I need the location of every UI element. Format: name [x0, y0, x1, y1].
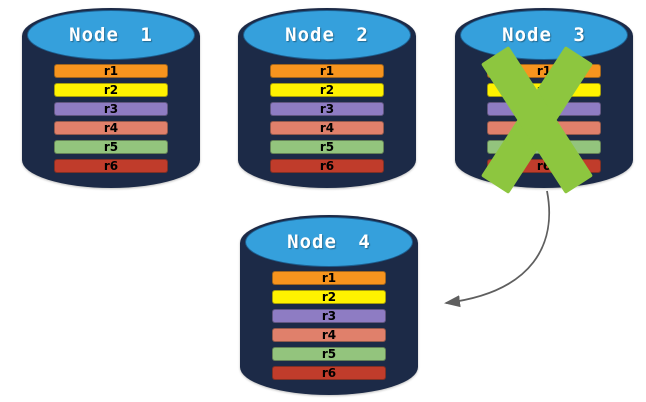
node-2: Node 2 r1 r2 r3 r4 r5 r6: [238, 8, 416, 196]
replica-label: r2: [319, 83, 335, 97]
replica-label: r5: [319, 140, 335, 154]
node-3-cylinder-top: Node 3: [460, 10, 628, 60]
replica-bar-r5: r5: [270, 140, 384, 154]
replica-label: r3: [103, 102, 119, 116]
node-2-cylinder-top: Node 2: [243, 10, 411, 60]
node-4-title: Node 4: [287, 231, 371, 253]
node-1-replicas: r1 r2 r3 r4 r5 r6: [54, 64, 168, 178]
replica-bar-r6: r6: [54, 159, 168, 173]
replica-bar-r6: r6: [270, 159, 384, 173]
replica-label: r6: [319, 159, 335, 173]
replica-label: r5: [321, 347, 337, 361]
replica-bar-r6: r6: [272, 366, 386, 380]
arrow-path: [444, 190, 551, 308]
replica-label: r4: [103, 121, 119, 135]
replica-bar-r2: r2: [270, 83, 384, 97]
replica-label: r3: [319, 102, 335, 116]
replica-label: r4: [319, 121, 335, 135]
replica-label: r5: [103, 140, 119, 154]
replica-bar-r2: r2: [54, 83, 168, 97]
node-4-cylinder-top: Node 4: [245, 217, 413, 267]
replica-bar-r3: r3: [270, 102, 384, 116]
replica-bar-r1: r1: [270, 64, 384, 78]
replica-label: r6: [103, 159, 119, 173]
replica-bar-r4: r4: [270, 121, 384, 135]
replica-label: r2: [103, 83, 119, 97]
node-2-title: Node 2: [285, 24, 369, 46]
replica-label: r1: [103, 64, 119, 78]
replica-bar-r4: r4: [54, 121, 168, 135]
node-1-cylinder-top: Node 1: [27, 10, 195, 60]
replica-bar-r5: r5: [272, 347, 386, 361]
replica-label: r2: [321, 290, 337, 304]
replica-bar-r3: r3: [272, 309, 386, 323]
replica-label: r4: [321, 328, 337, 342]
replica-bar-r2: r2: [272, 290, 386, 304]
replica-label: r1: [319, 64, 335, 78]
replica-bar-r4: r4: [272, 328, 386, 342]
replica-bar-r5: r5: [54, 140, 168, 154]
replica-label: r3: [321, 309, 337, 323]
node-3: Node 3 r1 r2 r3 r4 r5 r6: [455, 8, 633, 196]
node-4-replicas: r1 r2 r3 r4 r5 r6: [272, 271, 386, 385]
replica-bar-r3: r3: [54, 102, 168, 116]
replica-label: r1: [321, 271, 337, 285]
replica-label: r6: [321, 366, 337, 380]
node-3-title: Node 3: [502, 24, 586, 46]
node-1-title: Node 1: [69, 24, 153, 46]
node-1: Node 1 r1 r2 r3 r4 r5 r6: [22, 8, 200, 196]
node-2-replicas: r1 r2 r3 r4 r5 r6: [270, 64, 384, 178]
node-4: Node 4 r1 r2 r3 r4 r5 r6: [240, 215, 418, 402]
replica-bar-r1: r1: [54, 64, 168, 78]
failure-x-icon: [472, 45, 602, 195]
replica-bar-r1: r1: [272, 271, 386, 285]
